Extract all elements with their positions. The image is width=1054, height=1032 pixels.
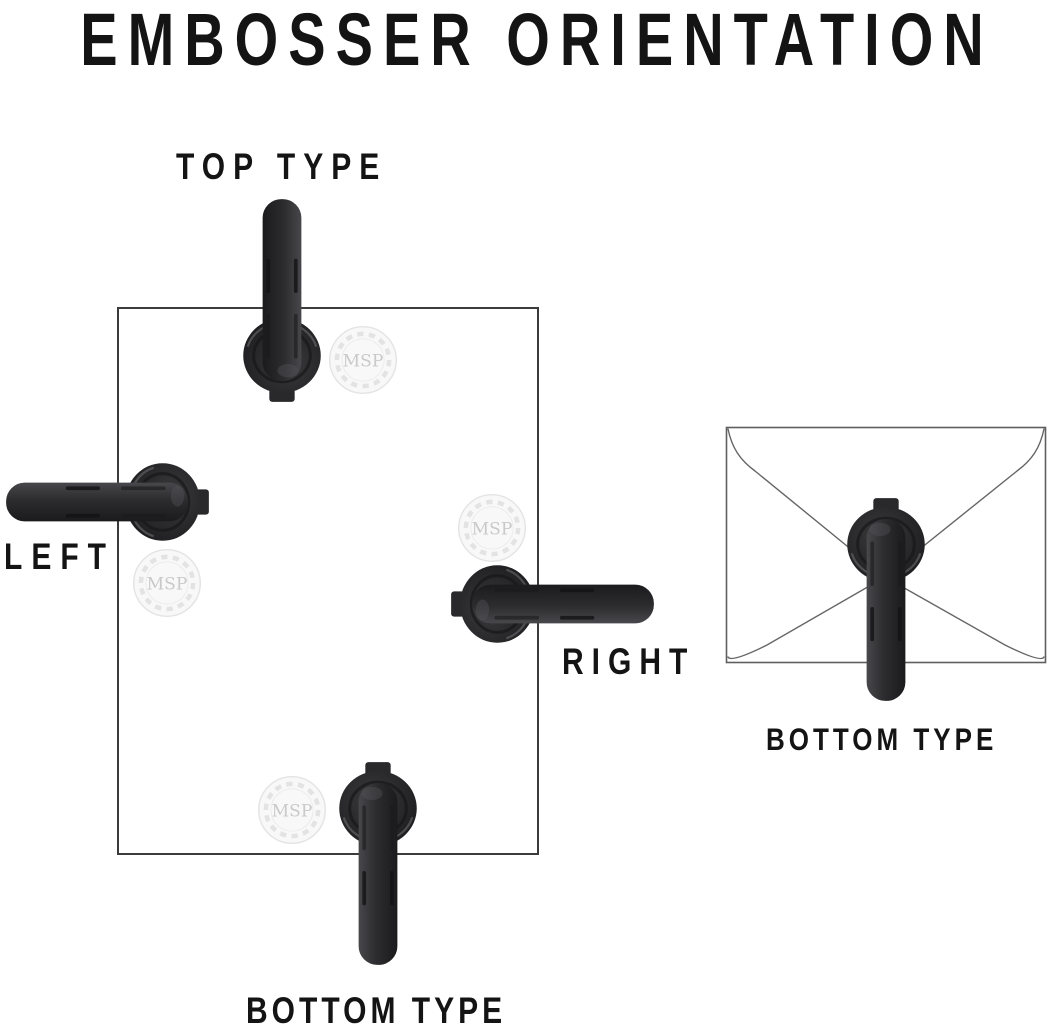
seal-monogram: MSP [272,801,313,821]
msp-watermark-seal: MSP [327,324,399,396]
label-right: RIGHT [562,641,696,683]
label-left: LEFT [4,536,115,578]
msp-watermark-seal: MSP [131,547,203,619]
msp-watermark-seal: MSP [256,774,328,846]
embosser-bottom-icon [337,760,419,967]
embosser-top-icon [241,197,323,404]
seal-monogram: MSP [343,351,384,371]
seal-monogram: MSP [147,574,188,594]
label-bottom-type: BOTTOM TYPE [246,990,507,1032]
embosser-right-icon [449,563,656,645]
label-envelope-bottom-type: BOTTOM TYPE [766,720,998,758]
embosser-envelope-icon [845,496,927,703]
msp-watermark-seal: MSP [456,492,528,564]
label-top-type: TOP TYPE [176,146,388,188]
embosser-left-icon [4,461,211,543]
seal-monogram: MSP [472,519,513,539]
page-title: EMBOSSER ORIENTATION [80,0,994,81]
